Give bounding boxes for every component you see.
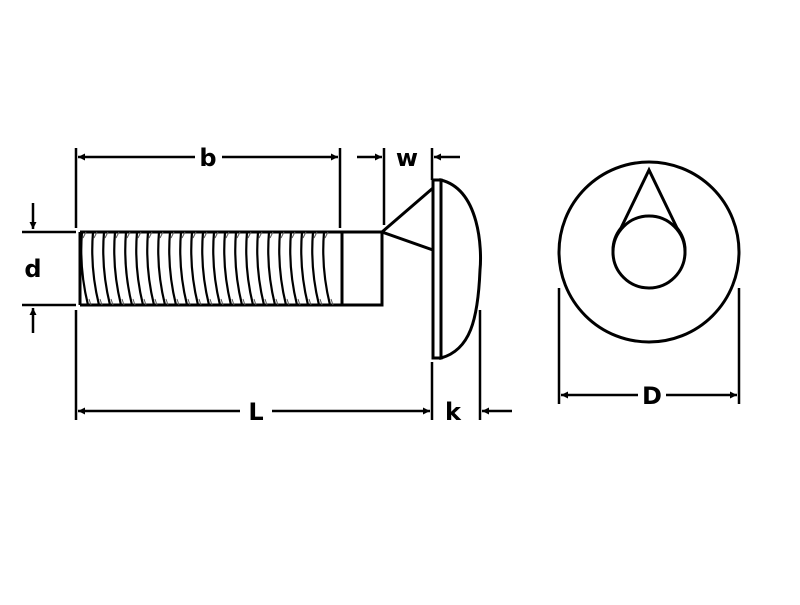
thread-root: [148, 231, 158, 306]
thread-root: [159, 231, 169, 306]
head-inner-circle: [611, 214, 687, 290]
thread-crest: [113, 231, 123, 306]
thread-crest: [168, 231, 178, 306]
thread-root: [324, 231, 334, 306]
thread-root: [236, 231, 246, 306]
thread-root: [82, 231, 92, 306]
thread-crest: [322, 231, 332, 306]
thread-crest: [212, 231, 222, 306]
thread-crest: [190, 231, 200, 306]
label-k: k: [445, 398, 462, 426]
thread-crest: [256, 231, 266, 306]
bolt-side-view: [78, 178, 482, 360]
label-w: w: [396, 144, 418, 172]
bolt-end-view: [557, 160, 741, 344]
thread-crest: [267, 231, 277, 306]
thread-crest: [102, 231, 112, 306]
dimension-L: L: [74, 310, 434, 426]
thread-root: [247, 231, 257, 306]
thread-crest: [289, 231, 299, 306]
thread-crest: [80, 231, 90, 306]
thread-root: [137, 231, 147, 306]
label-d: d: [24, 255, 41, 283]
dimension-D: D: [557, 288, 741, 410]
thread-root: [126, 231, 136, 306]
thread-crest: [135, 231, 145, 306]
label-b: b: [199, 144, 216, 172]
square-neck: [340, 230, 384, 307]
thread-root: [214, 231, 224, 306]
dimension-w: w: [357, 144, 460, 225]
thread-crest: [300, 231, 310, 306]
thread-root: [313, 231, 323, 306]
thread-crest: [234, 231, 244, 306]
dimension-b: b: [74, 144, 342, 228]
thread-crest: [157, 231, 167, 306]
thread-root: [269, 231, 279, 306]
thread-root: [302, 231, 312, 306]
thread-crest: [91, 231, 101, 306]
thread-root: [291, 231, 301, 306]
neck-taper: [379, 184, 435, 253]
label-D: D: [642, 382, 662, 410]
thread-root: [93, 231, 103, 306]
thread-root: [192, 231, 202, 306]
thread-crest: [245, 231, 255, 306]
thread-root: [104, 231, 114, 306]
thread-root: [258, 231, 268, 306]
thread-crest: [278, 231, 288, 306]
thread-root: [203, 231, 213, 306]
dome-head: [439, 178, 482, 360]
dimension-d: d: [22, 203, 76, 333]
thread-crest: [223, 231, 233, 306]
thread-crest: [179, 231, 189, 306]
label-L: L: [248, 398, 263, 426]
thread-root: [170, 231, 180, 306]
thread-root: [225, 231, 235, 306]
thread-crest: [124, 231, 134, 306]
thread-crest: [201, 231, 211, 306]
threaded-section: [78, 230, 342, 307]
thread-crest: [146, 231, 156, 306]
thread-root: [181, 231, 191, 306]
thread-crest: [311, 231, 321, 306]
dimension-k: k: [445, 310, 512, 426]
thread-root: [115, 231, 125, 306]
thread-root: [280, 231, 290, 306]
